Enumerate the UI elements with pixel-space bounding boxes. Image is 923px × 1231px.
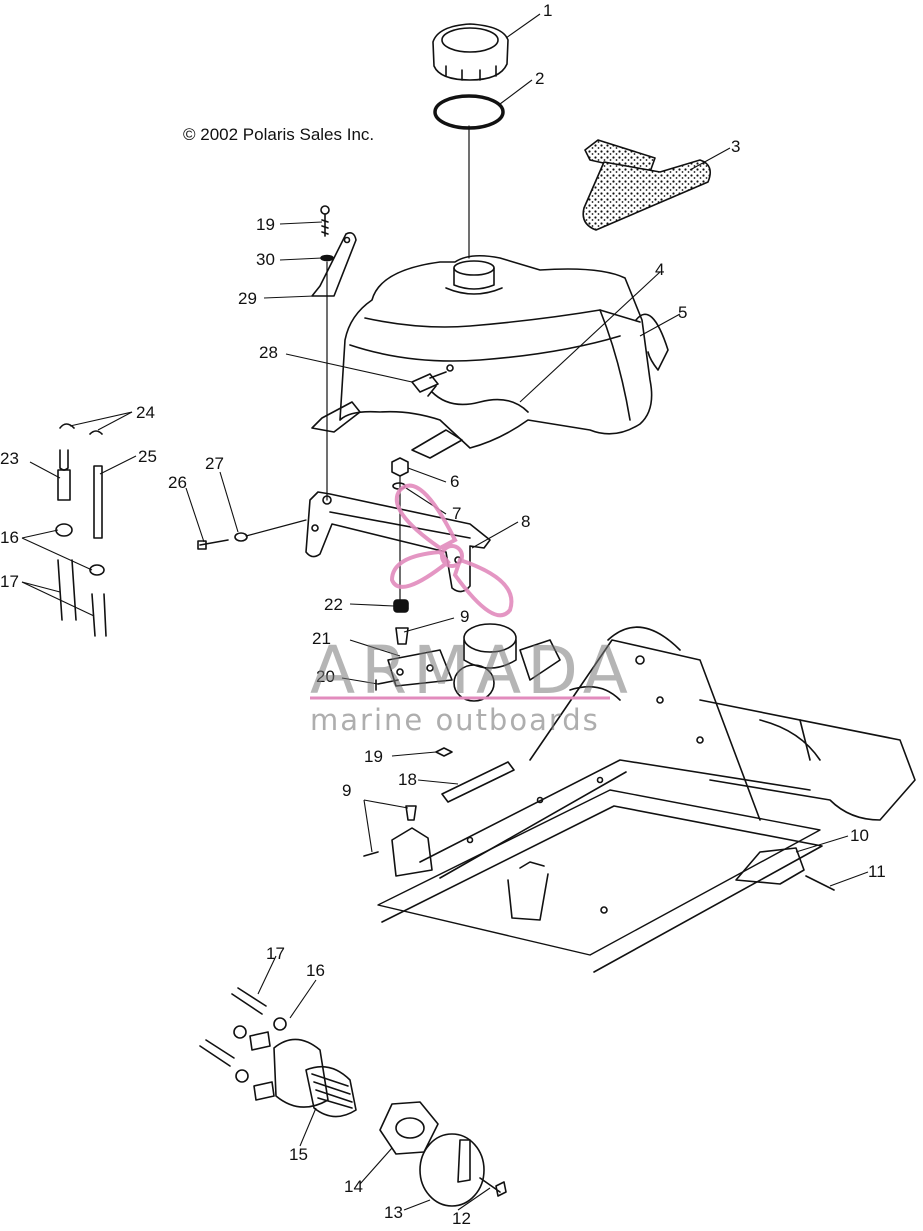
propeller-logo — [389, 483, 514, 618]
fuel-valve — [249, 1031, 357, 1118]
grommet — [393, 599, 409, 613]
bushing — [395, 627, 409, 645]
callout-23: 23 — [0, 449, 19, 468]
fuel-tank — [311, 254, 669, 459]
copyright-text: © 2002 Polaris Sales Inc. — [183, 125, 375, 144]
callout-15: 15 — [289, 1145, 308, 1164]
side-washer — [234, 532, 248, 542]
fuel-fitting — [411, 364, 454, 397]
atv-frame — [377, 626, 916, 973]
callout-29: 29 — [238, 289, 257, 308]
lower-bracket — [363, 805, 433, 877]
callout-9-upper: 9 — [460, 607, 469, 626]
callout-8: 8 — [521, 512, 530, 531]
callout-17-left: 17 — [0, 572, 19, 591]
callout-20: 20 — [316, 667, 335, 686]
fuel-hoses-lower — [199, 987, 267, 1067]
plate-screw — [805, 875, 835, 891]
callout-10: 10 — [850, 826, 869, 845]
watermark-tagline: marine outboards — [310, 703, 600, 737]
foam-pad — [582, 139, 711, 231]
callout-30: 30 — [256, 250, 275, 269]
callout-28: 28 — [259, 343, 278, 362]
callout-7: 7 — [452, 504, 461, 523]
callout-1: 1 — [543, 1, 552, 20]
callout-27: 27 — [205, 454, 224, 473]
top-screw — [320, 205, 330, 237]
skid-plate — [735, 847, 805, 885]
top-washer — [320, 254, 334, 262]
callout-21: 21 — [312, 629, 331, 648]
callout-16-left: 16 — [0, 528, 19, 547]
callout-18: 18 — [398, 770, 417, 789]
hose-clamps-left — [55, 523, 105, 576]
cap-gasket — [433, 94, 505, 130]
callout-13: 13 — [384, 1203, 403, 1222]
tank-bracket — [311, 232, 357, 297]
callout-2: 2 — [535, 69, 544, 88]
carburetor — [387, 623, 561, 702]
hose-clamps-lower — [233, 1017, 287, 1083]
callout-3: 3 — [731, 137, 740, 156]
callout-5: 5 — [678, 303, 687, 322]
callout-25: 25 — [138, 447, 157, 466]
left-fitting — [57, 449, 71, 501]
callout-4: 4 — [655, 260, 664, 279]
valve-nut — [379, 1101, 439, 1155]
knob-screw — [479, 1177, 507, 1197]
vent-hose — [431, 391, 529, 413]
fuel-cap — [432, 23, 509, 81]
callout-24: 24 — [136, 403, 155, 422]
frame-nut — [435, 747, 453, 757]
right-tube — [93, 465, 103, 539]
callout-16-lower: 16 — [306, 961, 325, 980]
callout-26: 26 — [168, 473, 187, 492]
fuel-hoses-left — [57, 559, 107, 637]
hose-clips — [59, 423, 103, 435]
callout-6: 6 — [450, 472, 459, 491]
callout-11: 11 — [868, 862, 886, 881]
side-bolt — [197, 539, 229, 550]
callouts: 1 2 3 4 5 6 7 8 9 9 10 11 12 13 14 15 16… — [0, 1, 886, 1228]
callout-22: 22 — [324, 595, 343, 614]
cross-bracket — [441, 761, 515, 803]
callout-17-lower: 17 — [266, 944, 285, 963]
callout-14: 14 — [344, 1177, 363, 1196]
watermark-brand: ARMADA — [310, 632, 634, 709]
valve-knob — [419, 1133, 485, 1207]
carb-screw — [375, 679, 399, 691]
callout-19-upper: 19 — [256, 215, 275, 234]
nut — [391, 457, 409, 477]
callout-19-lower: 19 — [364, 747, 383, 766]
callout-9-lower: 9 — [342, 781, 351, 800]
callout-12: 12 — [452, 1209, 471, 1226]
leader-lines — [21, 13, 869, 1211]
